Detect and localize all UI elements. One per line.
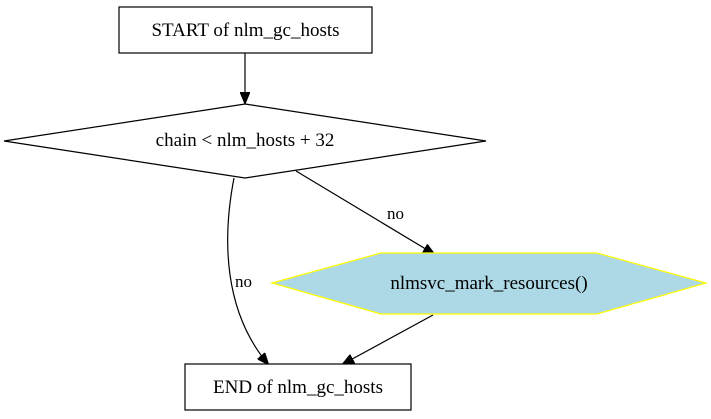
edge-call-to-end [343, 314, 434, 364]
edge-label-decision-to-end: no [235, 272, 252, 291]
end-node: END of nlm_gc_hosts [184, 363, 412, 411]
decision-node-label: chain < nlm_hosts + 32 [156, 130, 335, 151]
call-node: nlmsvc_mark_resources() [269, 252, 709, 315]
start-node-label: START of nlm_gc_hosts [151, 20, 339, 41]
start-node: START of nlm_gc_hosts [118, 6, 373, 54]
end-node-box [184, 363, 412, 411]
decision-node-diamond [3, 103, 487, 179]
edge-decision-to-call [295, 170, 434, 254]
call-node-label: nlmsvc_mark_resources() [390, 273, 587, 294]
edge-decision-to-end [227, 177, 268, 364]
end-node-label: END of nlm_gc_hosts [213, 377, 383, 398]
call-node-hexagon [269, 252, 709, 315]
decision-node: chain < nlm_hosts + 32 [3, 103, 487, 179]
start-node-box [118, 6, 373, 54]
edge-label-decision-to-call: no [387, 204, 404, 223]
